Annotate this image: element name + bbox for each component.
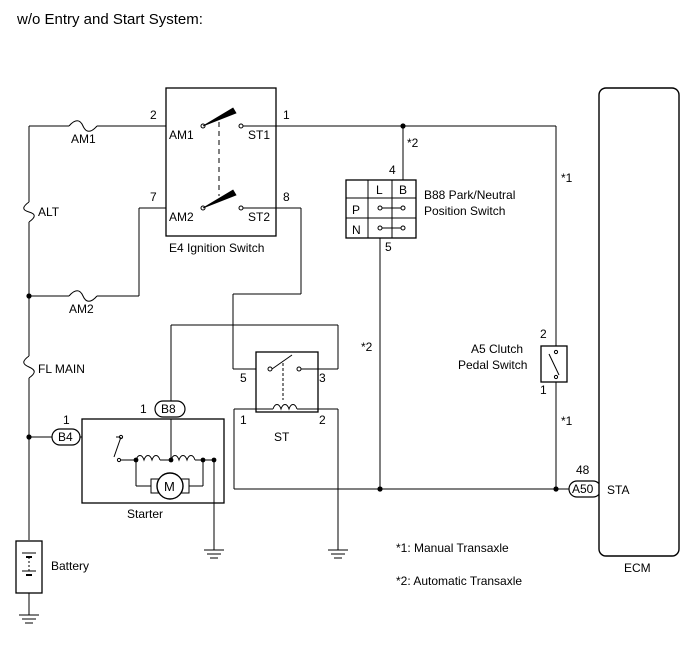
b4-pin: 1 xyxy=(63,413,70,427)
st1-wires xyxy=(243,125,557,489)
clutch-pin-2: 2 xyxy=(540,327,547,341)
fuse-fl-main: FL MAIN xyxy=(23,355,85,379)
relay-pin-5: 5 xyxy=(240,371,247,385)
ignition-switch-label: E4 Ignition Switch xyxy=(169,241,264,255)
ecm: STA ECM xyxy=(598,87,680,575)
svg-text:ALT: ALT xyxy=(38,205,60,219)
relay-pin-1: 1 xyxy=(240,413,247,427)
svg-text:P: P xyxy=(352,203,360,217)
battery-label: Battery xyxy=(51,559,89,573)
svg-text:AM1: AM1 xyxy=(71,132,96,146)
connector-a50: A50 xyxy=(568,480,602,498)
motor-symbol: M xyxy=(164,479,175,494)
fuse-am1: AM1 xyxy=(68,120,98,146)
ig-pin-8: 8 xyxy=(283,190,290,204)
relay-pin-3: 3 xyxy=(319,371,326,385)
park-neutral-switch: L B P N B88 Park/Neutral Position Switch xyxy=(345,179,515,239)
ig-pin-2: 2 xyxy=(150,108,157,122)
st-relay: ST xyxy=(234,351,338,444)
fuse-am2: AM2 xyxy=(68,290,98,316)
ecm-label: ECM xyxy=(624,561,651,575)
marker-m2-mid: *2 xyxy=(361,340,373,354)
relay-wires xyxy=(170,324,569,550)
marker-m1-top: *1 xyxy=(561,171,573,185)
st-relay-label: ST xyxy=(274,430,290,444)
svg-text:N: N xyxy=(352,223,361,237)
connector-b4: B4 xyxy=(51,428,81,446)
ground-starter xyxy=(204,549,224,559)
clutch-label-1: A5 Clutch xyxy=(471,342,523,356)
svg-text:ST2: ST2 xyxy=(248,210,270,224)
ground-battery xyxy=(19,614,39,624)
svg-text:AM2: AM2 xyxy=(169,210,194,224)
svg-text:B: B xyxy=(399,183,407,197)
clutch-pedal-switch: A5 Clutch Pedal Switch xyxy=(458,342,568,383)
pn-switch-label-1: B88 Park/Neutral xyxy=(424,188,515,202)
clutch-pin-1: 1 xyxy=(540,383,547,397)
ecm-pin-48: 48 xyxy=(576,463,590,477)
junction-st1 xyxy=(400,123,406,129)
starter-label: Starter xyxy=(127,507,163,521)
note-manual: *1: Manual Transaxle xyxy=(396,541,509,555)
svg-text:FL MAIN: FL MAIN xyxy=(38,362,85,376)
ig-pin-1: 1 xyxy=(283,108,290,122)
svg-text:B8: B8 xyxy=(161,402,176,416)
b8-pin: 1 xyxy=(140,402,147,416)
marker-m2-top: *2 xyxy=(407,136,419,150)
svg-text:AM2: AM2 xyxy=(69,302,94,316)
junction-am2 xyxy=(26,293,32,299)
marker-m1-bot: *1 xyxy=(561,414,573,428)
fuse-alt: ALT xyxy=(23,201,60,223)
relay-pin-2: 2 xyxy=(319,413,326,427)
pn-switch-label-2: Position Switch xyxy=(424,204,505,218)
svg-text:B4: B4 xyxy=(58,430,73,444)
ground-relay xyxy=(328,549,348,559)
st2-wires xyxy=(232,207,302,370)
ig-pin-7: 7 xyxy=(150,190,157,204)
note-automatic: *2: Automatic Transaxle xyxy=(396,574,522,588)
junction-ecm-1 xyxy=(377,486,383,492)
svg-text:A50: A50 xyxy=(572,482,594,496)
battery: Battery xyxy=(15,540,89,594)
pn-pin-4: 4 xyxy=(389,163,396,177)
svg-text:L: L xyxy=(376,183,383,197)
ecm-terminal-sta: STA xyxy=(607,483,629,497)
ignition-switch: AM1 ST1 AM2 ST2 E4 Ignition Switch xyxy=(165,87,277,255)
connector-b8: B8 xyxy=(154,400,186,418)
svg-text:ST1: ST1 xyxy=(248,128,270,142)
junction-b4 xyxy=(26,434,32,440)
junction-ecm-2 xyxy=(553,486,559,492)
pn-pin-5: 5 xyxy=(385,240,392,254)
clutch-label-2: Pedal Switch xyxy=(458,358,527,372)
diagram-title: w/o Entry and Start System: xyxy=(16,11,203,28)
starter: M Starter xyxy=(81,418,225,521)
svg-text:AM1: AM1 xyxy=(169,128,194,142)
